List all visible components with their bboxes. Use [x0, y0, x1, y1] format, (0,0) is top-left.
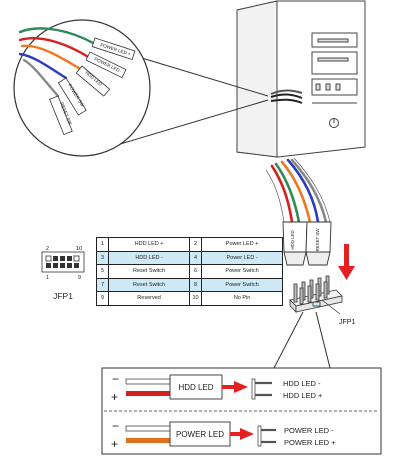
pin-signal-cell: Reserved: [108, 291, 190, 306]
pin-number-cell: 3: [95, 250, 110, 265]
pin-signal-cell: Reset Switch: [108, 277, 190, 292]
jfp1-pointer-label: JFP1: [339, 319, 355, 326]
pin-signal-cell: Power LED +: [201, 237, 283, 252]
pc-tower: [236, 0, 366, 158]
pin-number-cell: 4: [188, 250, 203, 265]
pin-number-cell: 1: [95, 237, 110, 252]
pin-number-cell: 10: [188, 291, 203, 306]
header-pin-1: 1: [46, 275, 49, 281]
drive-bay-3: [311, 78, 358, 96]
power-plus-sign: +: [111, 437, 118, 451]
pin-signal-cell: Reset Switch: [108, 264, 190, 279]
power-led-box: [169, 421, 231, 447]
panel-leader-lines: [273, 311, 331, 369]
header-pin-9: 9: [78, 275, 81, 281]
wire-bundle: [266, 158, 328, 224]
drive-bay-1: [311, 32, 358, 48]
hdd-led-row: − + HDD LED HDD LED - HDD LED +: [111, 372, 323, 404]
pin-signal-cell: Power LED -: [201, 250, 283, 265]
connector-label-reset-sw: RESET SW: [315, 228, 320, 252]
pin-number-cell: 8: [188, 277, 203, 292]
pin-signal-cell: Power Switch: [201, 277, 283, 292]
jfp1-header-thumbnail: [41, 251, 85, 273]
header-pin-10: 10: [76, 246, 82, 252]
drive-bay-2: [311, 51, 358, 75]
pin-signal-cell: Power Switch: [201, 264, 283, 279]
pin-signal-cell: HDD LED +: [108, 237, 190, 252]
hdd-led-component-label: HDD LED: [178, 383, 213, 392]
pin-number-cell: 6: [188, 264, 203, 279]
pin-number-cell: 7: [95, 277, 110, 292]
callout-connectors: [49, 37, 136, 136]
hdd-led-minus-pin: HDD LED -: [283, 379, 321, 388]
power-led-component-label: POWER LED: [176, 430, 224, 439]
pin-number-cell: 9: [95, 291, 110, 306]
power-led-row: − + POWER LED POWER LED - POWER LED +: [111, 419, 336, 451]
insert-arrow: [338, 244, 355, 280]
pin-signal-cell: HDD LED -: [108, 250, 190, 265]
power-minus-sign: −: [112, 419, 119, 433]
hdd-minus-sign: −: [112, 372, 119, 386]
hdd-led-plus-pin: HDD LED +: [283, 391, 323, 400]
hdd-plus-sign: +: [111, 390, 118, 404]
callout-wires: [18, 27, 97, 98]
hdd-led-box: [169, 374, 223, 400]
pin-number-cell: 5: [95, 264, 110, 279]
connector-label-hdd-led: HDD LED: [290, 230, 295, 249]
case-internal-cable: [270, 89, 303, 104]
header-pin-2: 2: [46, 246, 49, 252]
power-led-plus-pin: POWER LED +: [284, 438, 336, 447]
pin-number-cell: 2: [188, 237, 203, 252]
wire-bundle-outline: [265, 157, 331, 223]
header-name: JFP1: [53, 291, 73, 301]
connector-plugs: [282, 221, 332, 266]
pin-signal-cell: No Pin: [201, 291, 283, 306]
jfp1-header-pins: [289, 275, 343, 313]
jfp1-pointer-line: [321, 299, 341, 315]
power-led-minus-pin: POWER LED -: [284, 426, 334, 435]
